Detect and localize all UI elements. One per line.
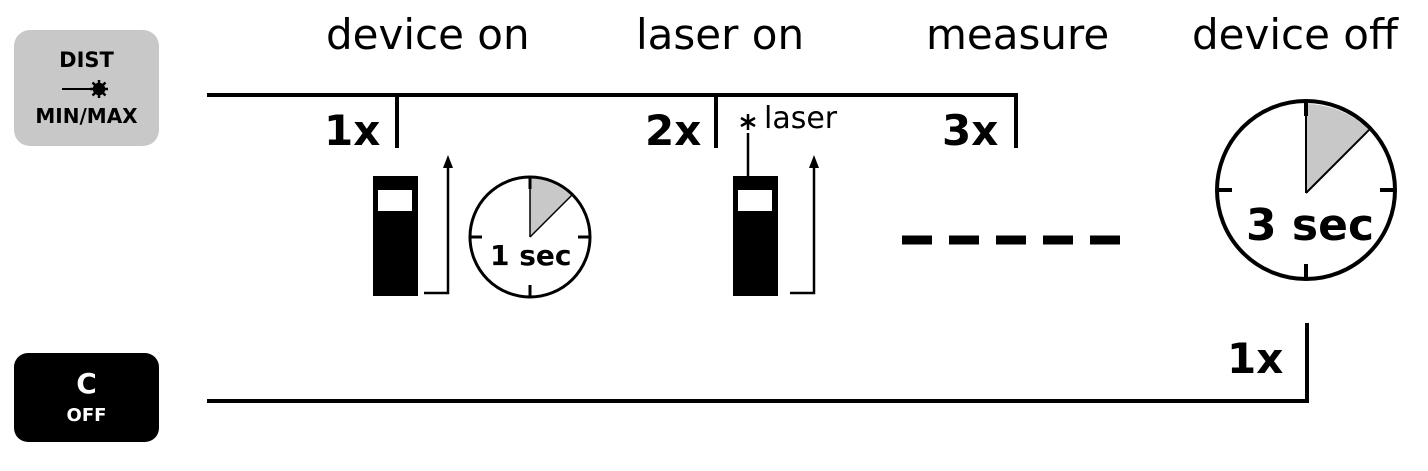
device-icon-2	[733, 176, 778, 296]
arrow-up-icon-1	[424, 165, 450, 295]
dist-min-max-button[interactable]: DIST MIN/MAX	[14, 30, 159, 146]
laser-star-icon	[62, 80, 108, 98]
off-label: OFF	[66, 405, 107, 426]
timer-1sec-icon	[468, 175, 592, 299]
press-count-1x: 1x	[324, 106, 381, 155]
arrow-up-icon-2	[790, 165, 816, 295]
press-count-off-1x: 1x	[1227, 334, 1284, 383]
c-off-button[interactable]: C OFF	[14, 353, 159, 442]
timer-1sec-label: 1 sec	[490, 239, 572, 272]
step-measure: measure	[926, 10, 1110, 59]
step-laser-on: laser on	[636, 10, 805, 59]
dist-label: DIST	[59, 48, 114, 72]
c-label: C	[76, 367, 97, 400]
step-device-off: device off	[1192, 10, 1398, 59]
step-device-on: device on	[326, 10, 530, 59]
timer-3sec-label: 3 sec	[1246, 200, 1375, 251]
laser-label: laser	[764, 101, 838, 136]
device-icon-1	[373, 176, 418, 296]
asterisk-icon	[740, 114, 756, 130]
press-count-2x: 2x	[645, 106, 702, 155]
timer-3sec-icon	[1215, 99, 1397, 281]
press-count-3x: 3x	[942, 106, 999, 155]
min-max-label: MIN/MAX	[35, 104, 138, 128]
